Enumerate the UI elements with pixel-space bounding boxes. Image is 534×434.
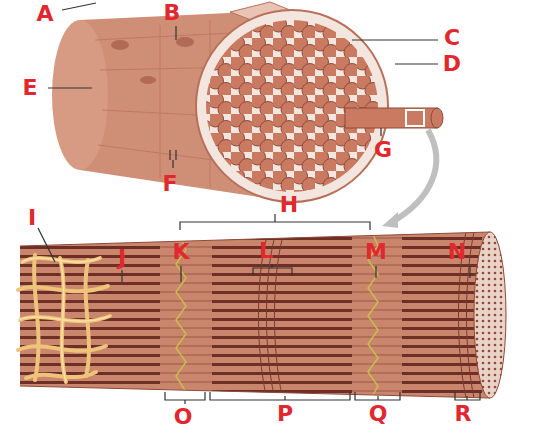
part-letter: M xyxy=(365,241,387,263)
part-letter: E xyxy=(22,77,37,99)
part-letter: K xyxy=(172,241,189,263)
part-letter: G xyxy=(374,139,392,161)
part-letter: I xyxy=(28,207,36,229)
part-letter: P xyxy=(277,403,293,425)
part-letter: L xyxy=(259,240,273,262)
part-letter: H xyxy=(280,194,298,216)
part-letter: B xyxy=(164,2,181,24)
part-letter: R xyxy=(455,403,472,425)
part-letter: F xyxy=(162,173,177,195)
part-letter: C xyxy=(444,27,460,49)
part-letter: O xyxy=(174,406,193,428)
part-letter: Q xyxy=(369,403,388,425)
part-letter: N xyxy=(448,241,466,263)
part-letter: A xyxy=(36,3,53,25)
part-letter: D xyxy=(443,53,461,75)
part-letter: J xyxy=(118,247,126,269)
